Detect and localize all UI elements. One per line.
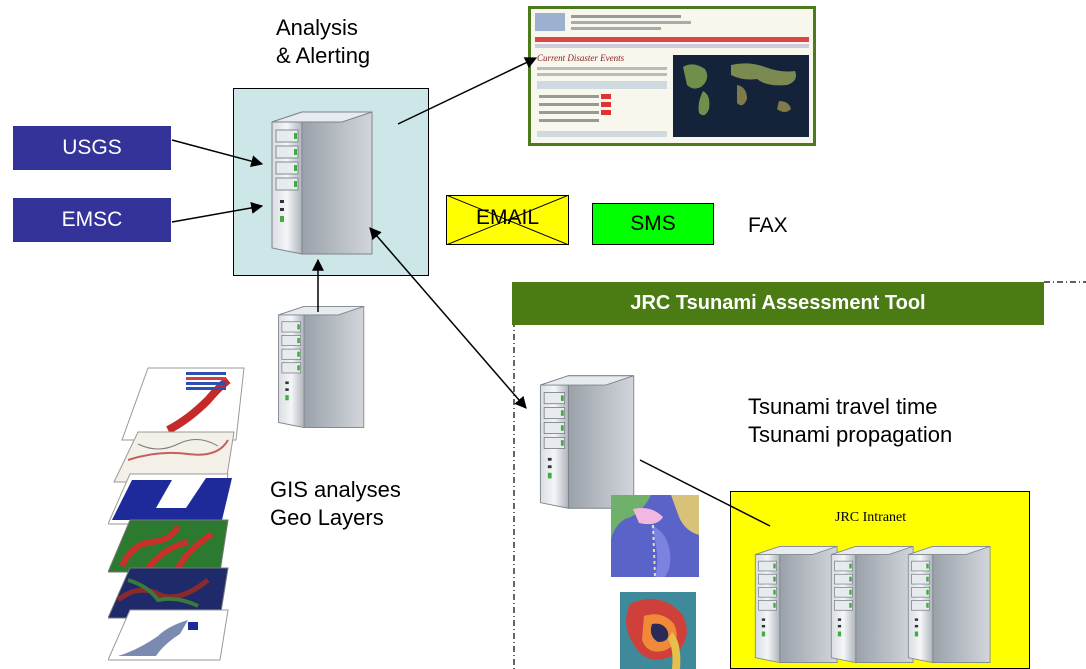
- email-label: EMAIL: [475, 206, 540, 229]
- line-tsunami-to-intranet: [639, 459, 771, 527]
- sms-channel-box: SMS: [592, 203, 714, 245]
- tsunami-propagation-map: [620, 592, 696, 669]
- jrc-tsunami-tool-title: JRC Tsunami Assessment Tool: [630, 292, 926, 314]
- jrc-tsunami-tool-header: JRC Tsunami Assessment Tool: [512, 282, 1044, 325]
- analysis-line2: & Alerting: [276, 43, 371, 68]
- gis-layer-stack-icon: [108, 367, 245, 661]
- jrc-intranet-label: JRC Intranet: [835, 510, 907, 525]
- arrow-usgs-to-analysis: [171, 139, 264, 168]
- tsunami-travel-time-map: [611, 495, 699, 577]
- source-emsc: EMSC: [13, 198, 171, 242]
- arrow-emsc-to-analysis: [171, 201, 264, 223]
- fax-label: FAX: [748, 214, 788, 237]
- sms-label: SMS: [630, 212, 676, 235]
- tsunami-line2: Tsunami propagation: [748, 422, 953, 447]
- analysis-title: Analysis & Alerting: [276, 14, 370, 70]
- tsunami-line1: Tsunami travel time: [748, 394, 938, 419]
- website-heading: Current Disaster Events: [537, 53, 625, 63]
- tsunami-region-border: [513, 281, 1086, 669]
- source-usgs: USGS: [13, 126, 171, 170]
- alert-website-thumbnail: Current Disaster Events: [528, 6, 816, 146]
- gis-description: GIS analyses Geo Layers: [270, 476, 401, 532]
- gis-line1: GIS analyses: [270, 477, 401, 502]
- tsunami-description: Tsunami travel time Tsunami propagation: [748, 393, 952, 449]
- source-emsc-label: EMSC: [61, 208, 123, 231]
- gis-line2: Geo Layers: [270, 505, 384, 530]
- source-usgs-label: USGS: [62, 136, 122, 159]
- analysis-line1: Analysis: [276, 15, 358, 40]
- arrow-analysis-to-website: [397, 57, 538, 125]
- arrow-analysis-tsunami: [369, 227, 527, 409]
